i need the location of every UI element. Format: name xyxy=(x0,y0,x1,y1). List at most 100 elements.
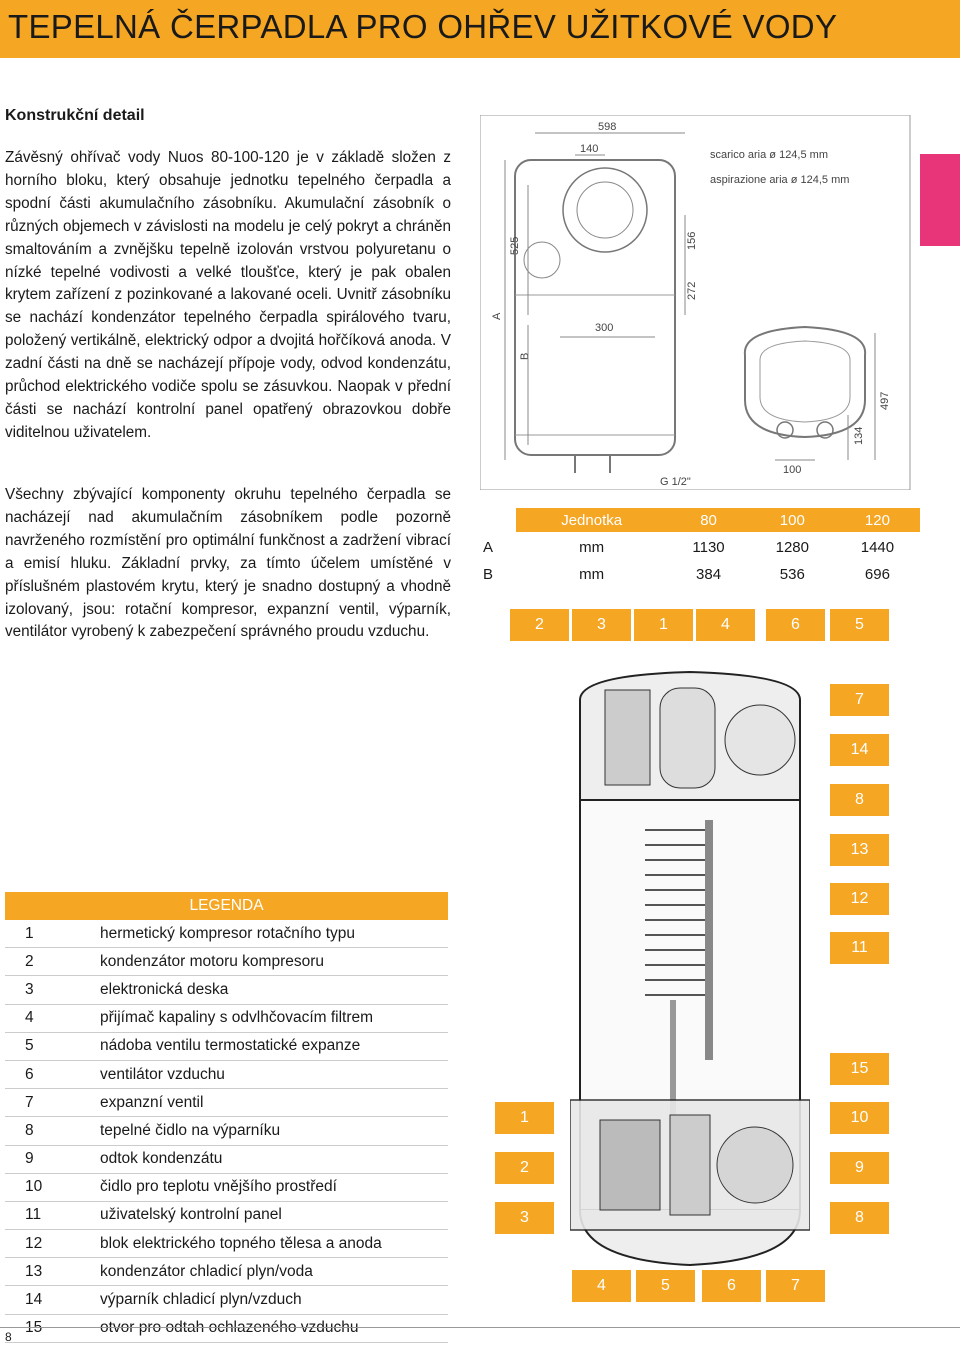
legend-text: kondenzátor motoru kompresoru xyxy=(96,947,448,977)
dim-cell: 696 xyxy=(864,565,890,583)
dim-header-80: 80 xyxy=(667,508,750,532)
callout-box: 5 xyxy=(636,1270,695,1302)
legend-num: 13 xyxy=(5,1257,96,1287)
dim-header-100: 100 xyxy=(749,508,835,532)
dimension-table-header: Jednotka 80 100 120 xyxy=(480,508,920,532)
dim-134: 134 xyxy=(853,427,865,445)
callout-box: 2 xyxy=(510,609,569,641)
legend-text: expanzní ventil xyxy=(96,1088,448,1118)
dim-header-unit: Jednotka xyxy=(516,508,668,532)
callout-box: 9 xyxy=(830,1152,889,1184)
page-title: TEPELNÁ ČERPADLA PRO OHŘEV UŽITKOVÉ VODY xyxy=(8,8,838,45)
dim-598: 598 xyxy=(598,121,616,133)
dim-g12: G 1/2" xyxy=(660,476,691,488)
header-bar: TEPELNÁ ČERPADLA PRO OHŘEV UŽITKOVÉ VODY xyxy=(0,0,960,58)
dim-525: 525 xyxy=(509,237,521,255)
callout-box: 1 xyxy=(634,609,693,641)
legend-num: 1 xyxy=(5,920,96,949)
dim-cell: 1440 xyxy=(860,538,895,556)
legend-text: ventilátor vzduchu xyxy=(96,1060,448,1090)
legend-num: 6 xyxy=(5,1060,96,1090)
legend-text: blok elektrického topného tělesa a anoda xyxy=(96,1229,448,1259)
legend-num: 12 xyxy=(5,1229,96,1259)
heat-pump-cutaway-illustration xyxy=(570,670,810,1267)
callout-box: 12 xyxy=(830,883,889,915)
paragraph-1: Závěsný ohřívač vody Nuos 80-100-120 je … xyxy=(5,149,451,441)
callout-box: 3 xyxy=(572,609,631,641)
air-in-label: aspirazione aria ø 124,5 mm xyxy=(710,174,849,186)
legend-text: čidlo pro teplotu vnějšího prostředí xyxy=(96,1173,448,1202)
dim-272: 272 xyxy=(686,282,698,300)
callout-box: 15 xyxy=(830,1053,889,1085)
legend-num: 11 xyxy=(5,1201,96,1231)
legend-num: 10 xyxy=(5,1173,96,1202)
air-out-label: scarico aria ø 124,5 mm xyxy=(710,149,828,161)
dim-cell: mm xyxy=(579,538,605,556)
callout-box: 13 xyxy=(830,834,889,866)
legend-text: výparník chladicí plyn/vzduch xyxy=(96,1285,448,1315)
legend-text: kondenzátor chladicí plyn/voda xyxy=(96,1257,448,1287)
dim-300: 300 xyxy=(595,322,613,334)
footer-divider xyxy=(0,1327,960,1328)
legend-num: 3 xyxy=(5,975,96,1005)
callout-box: 4 xyxy=(696,609,755,641)
dim-140: 140 xyxy=(580,143,598,155)
dim-cell: 384 xyxy=(696,565,722,583)
callout-box: 6 xyxy=(766,609,825,641)
dim-a: A xyxy=(491,312,503,320)
legend-text: tepelné čidlo na výparníku xyxy=(96,1116,448,1146)
callout-box: 6 xyxy=(702,1270,761,1302)
legend-num: 5 xyxy=(5,1032,96,1061)
dim-header-120: 120 xyxy=(834,508,920,532)
legend-title: LEGENDA xyxy=(5,892,448,920)
dim-b: B xyxy=(519,353,531,360)
dimension-table: Jednotka 80 100 120 A mm 1130 1280 1440 … xyxy=(480,505,920,589)
dim-100: 100 xyxy=(783,464,801,476)
legend-num: 2 xyxy=(5,947,96,977)
legend-num: 9 xyxy=(5,1145,96,1174)
dim-cell: 536 xyxy=(779,565,805,583)
callout-box: 2 xyxy=(495,1152,554,1184)
legend-text: přijímač kapaliny s odvlhčovacím filtrem xyxy=(96,1004,448,1033)
callout-box: 5 xyxy=(830,609,889,641)
legend-text: elektronická deska xyxy=(96,975,448,1005)
legend-num: 14 xyxy=(5,1285,96,1315)
dim-cell: 1280 xyxy=(775,538,809,556)
paragraph-2: Všechny zbývající komponenty okruhu tepe… xyxy=(5,486,451,641)
callout-box: 4 xyxy=(572,1270,631,1302)
dim-row-label: A xyxy=(483,538,494,556)
dimension-drawing: 598 140 525 156 272 300 A B G 1/2" scari… xyxy=(480,115,911,490)
callout-box: 7 xyxy=(830,684,889,716)
legend-text: otvor pro odtah ochlazeného vzduchu xyxy=(96,1314,448,1343)
legend-num: 7 xyxy=(5,1088,96,1118)
legend-num: 15 xyxy=(5,1314,96,1343)
legend-text: nádoba ventilu termostatické expanze xyxy=(96,1032,448,1061)
callout-box: 10 xyxy=(830,1102,889,1134)
dim-cell: 1130 xyxy=(692,538,725,556)
callout-box: 11 xyxy=(830,932,889,964)
callout-box: 8 xyxy=(830,784,889,816)
dim-497: 497 xyxy=(879,392,891,410)
callout-box: 3 xyxy=(495,1202,554,1234)
callout-box: 7 xyxy=(766,1270,825,1302)
legend-text: hermetický kompresor rotačního typu xyxy=(96,920,448,949)
callout-box: 8 xyxy=(830,1202,889,1234)
dimension-row-b: B mm 384 536 696 xyxy=(480,562,920,586)
page-number: 8 xyxy=(5,1330,12,1344)
section-marker xyxy=(920,154,960,246)
